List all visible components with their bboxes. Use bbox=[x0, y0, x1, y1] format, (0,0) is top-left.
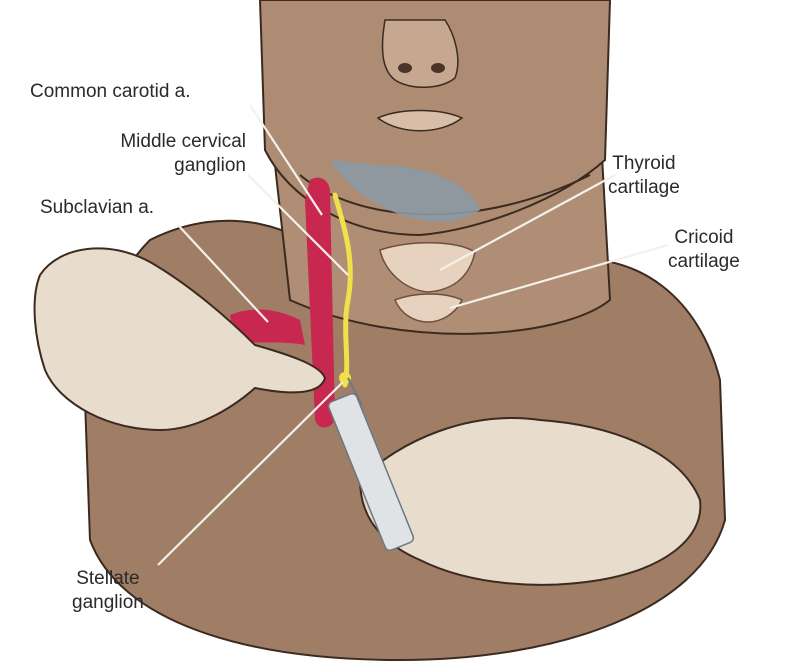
label-thyroid-line1: Thyroid bbox=[608, 152, 680, 176]
label-middle-cervical-line1: Middle cervical bbox=[78, 130, 246, 154]
label-thyroid-cartilage: Thyroid cartilage bbox=[608, 152, 680, 200]
label-common-carotid-text: Common carotid a. bbox=[30, 80, 191, 104]
label-stellate-line1: Stellate bbox=[72, 567, 144, 591]
label-cricoid-cartilage: Cricoid cartilage bbox=[668, 226, 740, 274]
nostril-left bbox=[398, 63, 412, 73]
label-subclavian: Subclavian a. bbox=[40, 196, 154, 220]
label-middle-cervical-ganglion: Middle cervical ganglion bbox=[78, 130, 246, 178]
label-subclavian-text: Subclavian a. bbox=[40, 196, 154, 220]
nostril-right bbox=[431, 63, 445, 73]
label-common-carotid: Common carotid a. bbox=[30, 80, 191, 104]
label-middle-cervical-line2: ganglion bbox=[78, 154, 246, 178]
label-stellate-line2: ganglion bbox=[72, 591, 144, 615]
nose bbox=[382, 20, 457, 87]
label-stellate-ganglion: Stellate ganglion bbox=[72, 567, 144, 615]
label-cricoid-line2: cartilage bbox=[668, 250, 740, 274]
label-thyroid-line2: cartilage bbox=[608, 176, 680, 200]
label-cricoid-line1: Cricoid bbox=[668, 226, 740, 250]
